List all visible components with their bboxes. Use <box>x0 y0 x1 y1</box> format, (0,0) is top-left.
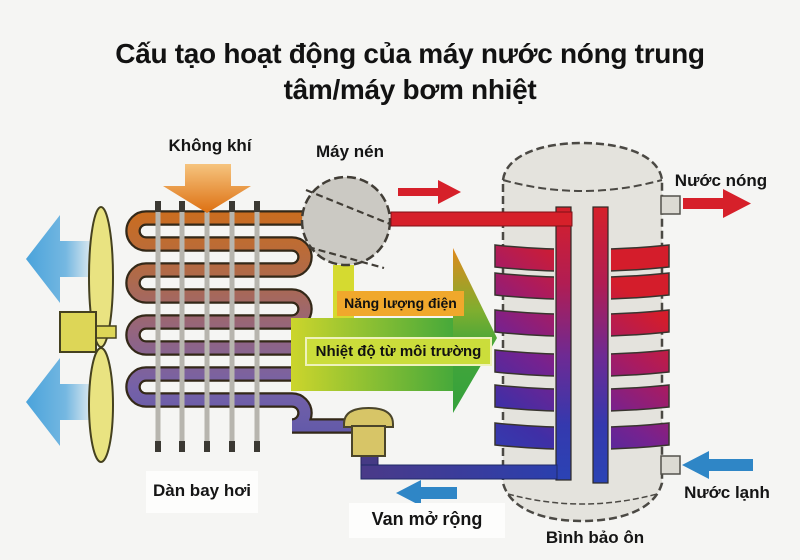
ambient-heat-label: Nhiệt độ từ môi trường <box>305 337 492 366</box>
compressor-icon <box>300 175 392 270</box>
air-down-arrow-icon <box>163 164 251 213</box>
flow-arrow-right-icon <box>398 180 461 204</box>
page-title: Cấu tạo hoạt động của máy nước nóng trun… <box>60 36 760 108</box>
tank-inner-pipe-left <box>555 206 572 481</box>
evaporator-label-plate <box>146 471 258 513</box>
tank-label: Bình bảo ôn <box>545 528 645 547</box>
valve-label-plate <box>349 503 505 538</box>
cold-water-nozzle <box>660 455 681 475</box>
expansion-valve-label: Van mở rộng <box>349 509 505 530</box>
evaporator-coil-pipe <box>127 212 360 432</box>
cold-water-arrow-icon <box>682 451 753 479</box>
ambient-heat-arrow <box>291 248 497 413</box>
expansion-valve-icon <box>343 406 394 457</box>
air-label: Không khí <box>168 136 252 155</box>
tank-bottom-line <box>507 493 658 505</box>
compressor-label: Máy nén <box>315 142 385 161</box>
hot-water-arrow-icon <box>683 189 751 218</box>
title-line-1: Cấu tạo hoạt động của máy nước nóng trun… <box>115 38 705 69</box>
tank-inner-pipe-right <box>592 206 609 484</box>
fan-blade-bottom <box>88 347 114 463</box>
cold-water-label: Nước lạnh <box>684 483 770 502</box>
liquid-pipe-horizontal <box>360 464 558 480</box>
tank-rim <box>502 179 663 192</box>
hot-water-nozzle <box>660 195 681 215</box>
storage-tank <box>494 141 670 523</box>
evaporator-coil <box>125 210 360 434</box>
fan-motor <box>59 311 97 353</box>
expansion-valve-label-emphasis: rộng <box>442 509 483 529</box>
fan-icon <box>59 206 117 463</box>
electric-energy-label: Năng lượng điện <box>337 291 464 316</box>
hot-gas-pipe <box>390 211 573 227</box>
expansion-valve-label-prefix: Van mở <box>371 509 443 529</box>
fan-airflow-arrow-bottom-icon <box>26 358 98 446</box>
coil-fins <box>155 201 260 452</box>
title-line-2: tâm/máy bơm nhiệt <box>283 74 537 105</box>
fan-airflow-arrow-top-icon <box>26 215 98 303</box>
evaporator-label: Dàn bay hơi <box>152 481 252 500</box>
hot-water-label: Nước nóng <box>674 171 768 190</box>
valve-flow-arrow-icon <box>396 480 457 506</box>
